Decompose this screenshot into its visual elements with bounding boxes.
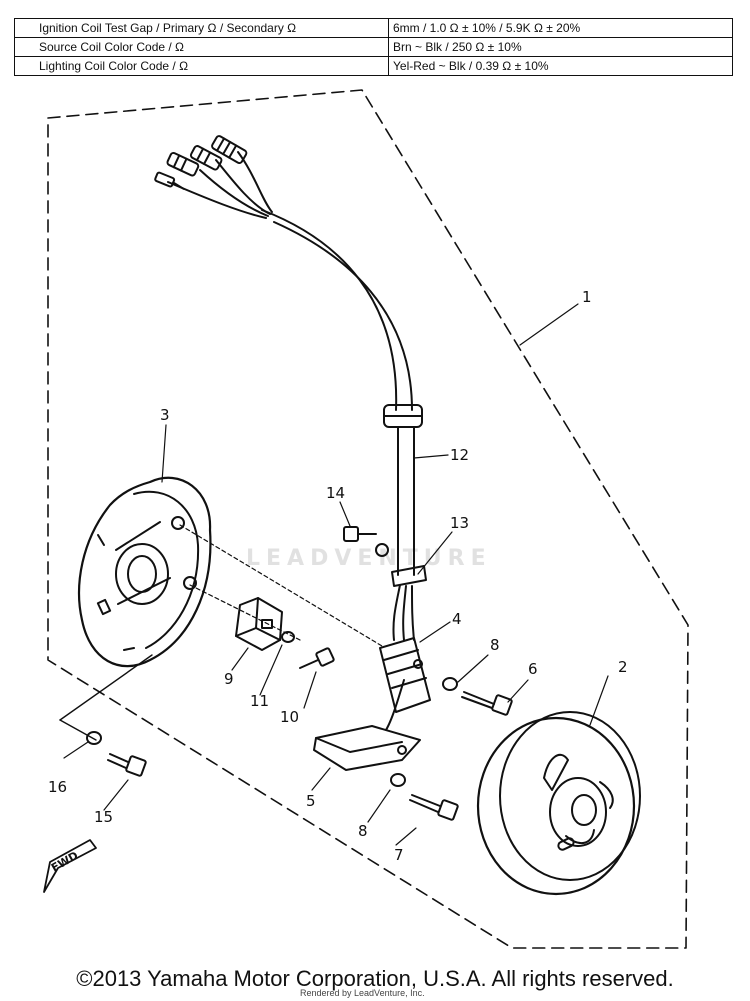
rendered-by-note: Rendered by LeadVenture, Inc. bbox=[300, 988, 425, 998]
callout-5: 5 bbox=[306, 792, 316, 810]
bolt-7 bbox=[409, 794, 459, 821]
grommet bbox=[383, 404, 423, 428]
washer-8-upper bbox=[442, 677, 458, 691]
callout-15: 15 bbox=[94, 808, 113, 826]
callout-11: 11 bbox=[250, 692, 269, 710]
assembly-boundary bbox=[47, 89, 689, 949]
fwd-label: FWD bbox=[49, 849, 80, 875]
spec-table: Ignition Coil Test Gap / Primary Ω / Sec… bbox=[14, 18, 733, 76]
callout-8-upper: 8 bbox=[490, 636, 500, 654]
callout-7: 7 bbox=[394, 846, 404, 864]
callout-16: 16 bbox=[48, 778, 67, 796]
callout-numbers: 1 2 3 4 5 6 7 8 8 9 10 11 12 13 14 15 16 bbox=[48, 288, 628, 864]
screw-14 bbox=[343, 526, 377, 542]
copyright-notice: ©2013 Yamaha Motor Corporation, U.S.A. A… bbox=[76, 966, 674, 991]
lighting-coil-9 bbox=[235, 597, 283, 651]
callout-6: 6 bbox=[528, 660, 538, 678]
callout-4: 4 bbox=[452, 610, 462, 628]
callout-10: 10 bbox=[280, 708, 299, 726]
screw-10 bbox=[299, 647, 335, 669]
bolt-6 bbox=[461, 691, 513, 716]
spec-row-lighting: Lighting Coil Color Code / Ω Yel-Red ~ B… bbox=[14, 56, 733, 76]
callout-1: 1 bbox=[582, 288, 592, 306]
callout-3: 3 bbox=[160, 406, 170, 424]
callout-12: 12 bbox=[450, 446, 469, 464]
washer-8-lower bbox=[390, 773, 406, 787]
leader-lines bbox=[59, 303, 609, 846]
washer-16 bbox=[86, 731, 102, 745]
cable-clamp bbox=[375, 543, 427, 587]
fwd-arrow-icon: FWD bbox=[43, 839, 97, 893]
callout-14: 14 bbox=[326, 484, 345, 502]
spec-label: Lighting Coil Color Code / Ω bbox=[14, 56, 389, 76]
wire-harness bbox=[167, 151, 413, 411]
screw-15 bbox=[107, 753, 147, 777]
source-coil-4 bbox=[379, 637, 431, 713]
callout-13: 13 bbox=[450, 514, 469, 532]
flywheel-rotor-2 bbox=[476, 711, 641, 896]
connector-plugs bbox=[154, 135, 248, 190]
callout-2: 2 bbox=[618, 658, 628, 676]
spec-value: Yel-Red ~ Blk / 0.39 Ω ± 10% bbox=[388, 56, 733, 76]
callout-9: 9 bbox=[224, 670, 234, 688]
pickup-coil-5 bbox=[313, 725, 421, 771]
harness-tube bbox=[397, 426, 415, 576]
callout-8-lower: 8 bbox=[358, 822, 368, 840]
stator-base-plate bbox=[77, 476, 212, 668]
watermark: LEADVENTURE bbox=[246, 546, 492, 571]
